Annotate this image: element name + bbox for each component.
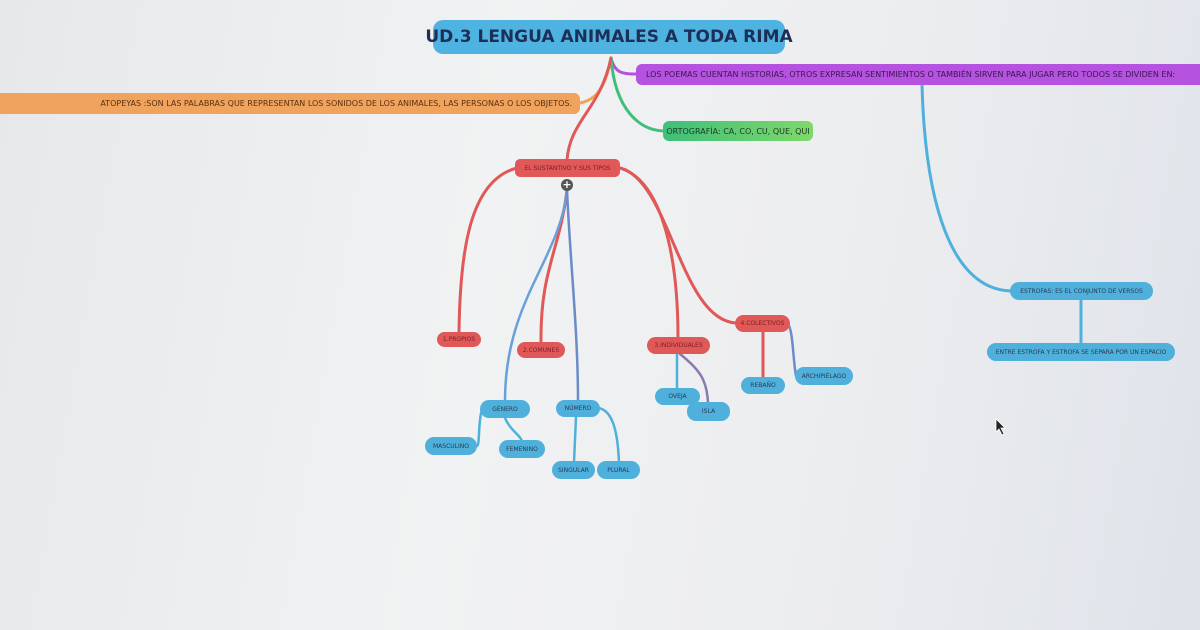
node-archipielago[interactable]: ARCHIPIÉLAGO: [795, 367, 853, 385]
link-root-sustantivo: [565, 56, 613, 162]
link-root-ortografia: [609, 56, 667, 133]
link-genero-masculino: [475, 408, 484, 448]
node-femenino[interactable]: FEMENINO: [499, 440, 545, 458]
link-numero-plural: [596, 406, 621, 464]
link-ind-isla: [678, 352, 710, 405]
node-masculino[interactable]: MASCULINO: [425, 437, 477, 455]
node-propios[interactable]: 1.PROPIOS: [437, 332, 481, 347]
node-individuales[interactable]: 3.INDIVIDUALES: [647, 337, 710, 354]
node-plural[interactable]: PLURAL: [597, 461, 640, 479]
node-sustantivo[interactable]: EL SUSTANTIVO Y SUS TIPOS: [515, 159, 620, 177]
node-ortografia[interactable]: ORTOGRAFÍA: CA, CO, CU, QUE, QUI: [663, 121, 813, 141]
node-estrofas[interactable]: ESTROFAS: ES EL CONJUNTO DE VERSOS: [1010, 282, 1153, 300]
root-topic[interactable]: UD.3 LENGUA ANIMALES A TODA RIMA: [425, 20, 793, 54]
link-sust-propios: [457, 166, 519, 335]
link-sust-colectivos: [618, 166, 738, 325]
mouse-cursor-icon: [995, 418, 1006, 436]
link-poemas-estrofas: [920, 82, 1014, 293]
node-numero[interactable]: NÚMERO: [556, 400, 600, 417]
node-singular[interactable]: SINGULAR: [552, 461, 595, 479]
link-numero-singular: [572, 415, 578, 464]
node-comunes[interactable]: 2.COMUNES: [517, 342, 565, 358]
link-sust-genero: [503, 188, 569, 403]
link-sust-numero: [565, 188, 580, 403]
node-oveja[interactable]: OVEJA: [655, 388, 700, 405]
link-col-archipielago: [786, 322, 798, 378]
node-colectivos[interactable]: 4.COLECTIVOS: [735, 315, 790, 332]
node-entre-estrofas[interactable]: ENTRE ESTROFA Y ESTROFA SE SEPARA POR UN…: [987, 343, 1175, 361]
node-isla[interactable]: ISLA: [687, 402, 730, 421]
node-genero[interactable]: GÉNERO: [480, 400, 530, 418]
node-rebano[interactable]: REBAÑO: [741, 377, 785, 394]
plus-circle-icon[interactable]: +: [561, 178, 573, 191]
node-onomatopeyas[interactable]: ATOPEYAS :SON LAS PALABRAS QUE REPRESENT…: [0, 93, 580, 114]
link-genero-femenino: [503, 416, 524, 443]
node-poemas[interactable]: LOS POEMAS CUENTAN HISTORIAS, OTROS EXPR…: [636, 64, 1200, 85]
